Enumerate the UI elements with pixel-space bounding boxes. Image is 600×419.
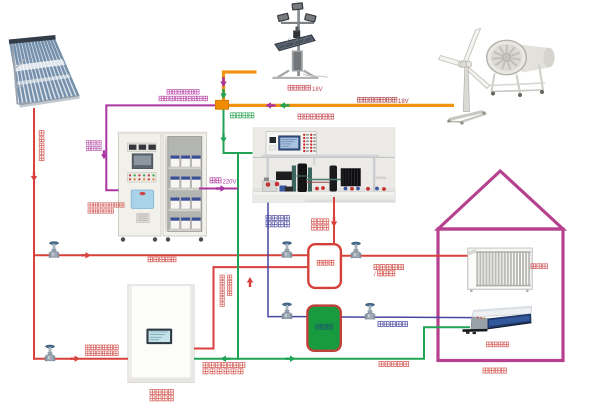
svg-text:18V: 18V [398, 99, 409, 105]
svg-text:/: / [374, 272, 376, 278]
svg-text:220V: 220V [223, 180, 237, 186]
svg-text:18V: 18V [312, 87, 323, 93]
